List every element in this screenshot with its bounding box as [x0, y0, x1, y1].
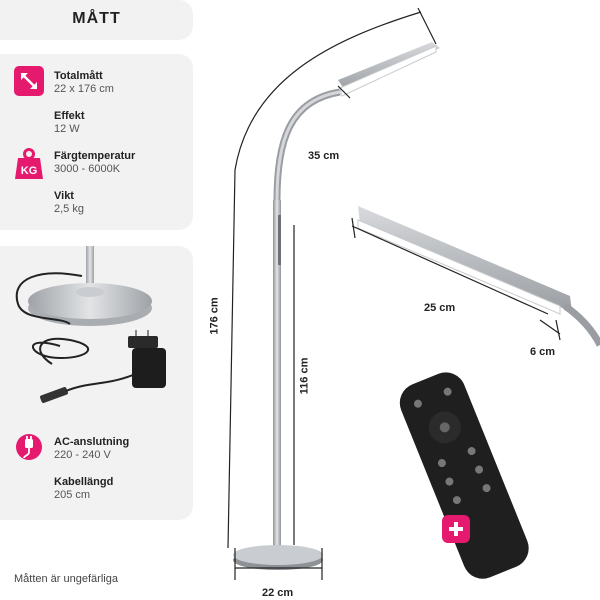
spec-label: Totalmått [54, 70, 103, 82]
dim-pole-height: 116 cm [298, 357, 311, 395]
weight-badge-text: KG [21, 165, 38, 177]
spec-label: AC-anslutning [54, 436, 130, 448]
spec-power: Effekt 12 W [54, 110, 85, 136]
spec-label: Effekt [54, 110, 85, 122]
plus-icon [442, 515, 470, 543]
spec-value: 2,5 kg [54, 203, 84, 215]
dim-base-diameter: 22 cm [262, 587, 294, 599]
dim-total-height: 176 cm [208, 297, 221, 335]
footnote: Måtten är ungefärliga [14, 573, 118, 585]
spec-weight: Vikt 2,5 kg [54, 190, 84, 216]
spec-label: Kabellängd [54, 476, 114, 488]
power-plug-icon [14, 432, 44, 462]
dim-lamp-length: 25 cm [424, 302, 456, 314]
spec-value: 220 - 240 V [54, 449, 111, 461]
spec-value: 3000 - 6000K [54, 163, 121, 175]
power-panel [0, 246, 193, 520]
title-panel: MÅTT [0, 0, 193, 40]
dim-head-length: 35 cm [308, 150, 340, 162]
spec-label: Vikt [54, 190, 74, 202]
spec-value: 12 W [54, 123, 80, 135]
spec-total: Totalmått 22 x 176 cm [54, 70, 114, 96]
spec-label: Färgtemperatur [54, 150, 136, 162]
weight-kg-icon: KG [14, 148, 44, 180]
dim-lamp-width: 6 cm [530, 346, 556, 358]
resize-arrows-icon [14, 66, 44, 96]
adapter-illustration [15, 246, 166, 403]
spec-color-temp: Färgtemperatur 3000 - 6000K [54, 150, 135, 176]
page-title: MÅTT [72, 10, 121, 27]
spec-value: 22 x 176 cm [54, 83, 114, 95]
spec-ac: AC-anslutning 220 - 240 V [54, 436, 129, 462]
spec-cable: Kabellängd 205 cm [54, 476, 113, 502]
spec-value: 205 cm [54, 489, 91, 501]
